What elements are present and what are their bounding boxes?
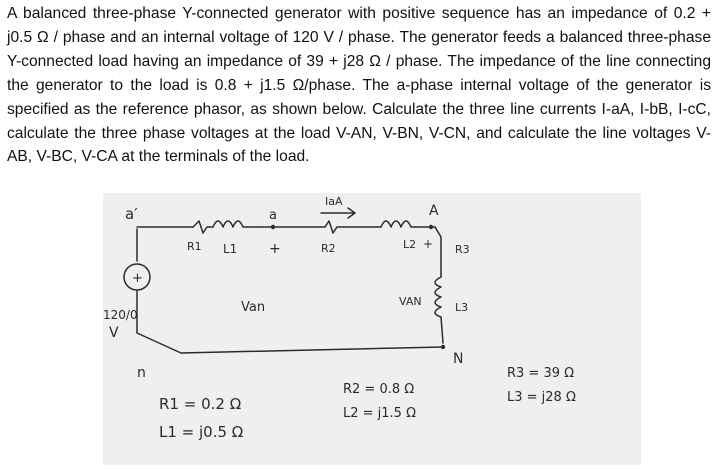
r1-symbol (192, 220, 214, 234)
current-arrow-icon (320, 207, 356, 219)
l2-coil (380, 220, 436, 228)
load-wire (434, 226, 442, 278)
r3-label: R3 (455, 243, 470, 256)
voltage-source-icon (123, 263, 151, 291)
vAN-label: VAN (399, 295, 422, 308)
circuit-diagram: a′ a A n N IaA + 120/0 V R1 L1 + R2 L2 +… (103, 195, 576, 441)
l3-label: L3 (455, 301, 468, 314)
node-N-label: N (453, 351, 463, 367)
l1-coil (212, 220, 264, 228)
van-label: Van (241, 300, 265, 315)
node-a-label: a (269, 208, 277, 223)
node-a-dot (270, 224, 276, 230)
plus-sign-a: + (269, 241, 281, 257)
l1-label: L1 (223, 242, 237, 256)
node-a-prime-label: a′ (125, 205, 138, 223)
l1-value: L1 = j0.5 Ω (159, 423, 243, 441)
node-A-dot (428, 224, 434, 230)
r3-value: R3 = 39 Ω (507, 366, 574, 381)
r1-label: R1 (187, 240, 202, 253)
bottom-wire (180, 346, 444, 354)
source-wire-bottom (136, 290, 182, 354)
l2-value: L2 = j1.5 Ω (343, 406, 416, 421)
r1-value: R1 = 0.2 Ω (159, 395, 241, 413)
r2-symbol (324, 220, 382, 234)
r2-value: R2 = 0.8 Ω (343, 382, 414, 397)
source-plus-sign: + (132, 271, 143, 286)
source-label: 120/0 (103, 308, 138, 322)
current-label: IaA (325, 195, 343, 208)
load-coil (434, 276, 444, 344)
l2-label: L2 (403, 238, 416, 251)
node-n-label: n (137, 365, 146, 381)
problem-statement: A balanced three-phase Y-connected gener… (7, 5, 711, 166)
node-N-dot (440, 344, 446, 350)
node-A-label: A (429, 203, 439, 219)
source-unit-label: V (109, 325, 119, 341)
circuit-diagram-photo: a′ a A n N IaA + 120/0 V R1 L1 + R2 L2 +… (103, 193, 641, 465)
r2-label: R2 (321, 242, 336, 255)
l3-value: L3 = j28 Ω (507, 390, 576, 405)
plus-sign-A: + (423, 237, 433, 251)
